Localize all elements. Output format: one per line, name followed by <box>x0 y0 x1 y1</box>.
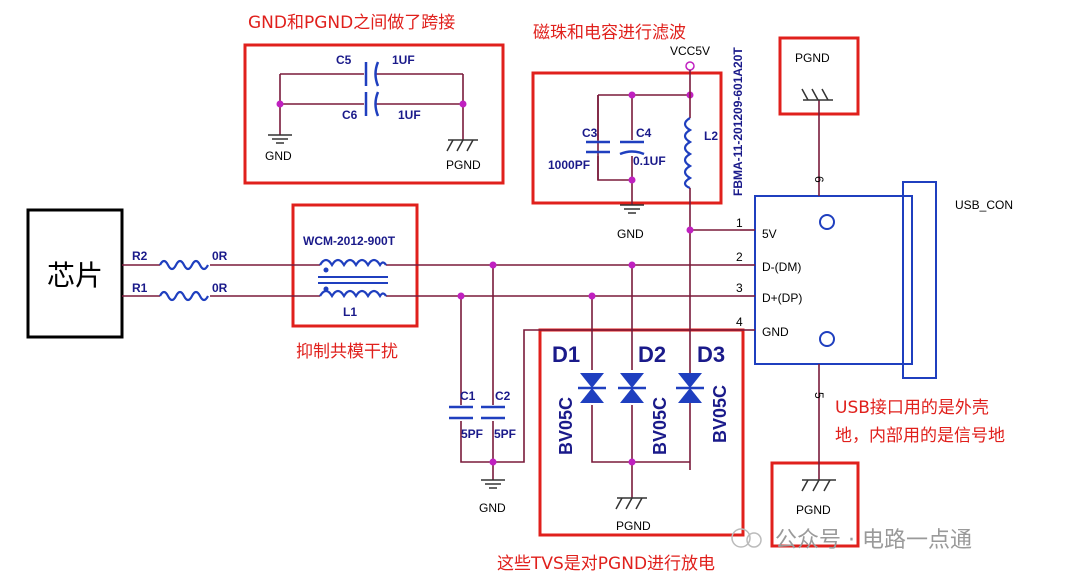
annotation-gnd-pgnd: GND和PGND之间做了跨接 <box>248 13 455 33</box>
d2-ref: D2 <box>638 342 666 367</box>
gnd-symbol-bridge <box>268 134 292 144</box>
r2-ref: R2 <box>132 249 148 263</box>
c6-value: 1UF <box>398 108 421 122</box>
pgnd-label-bridge: PGND <box>446 158 481 172</box>
gnd-symbol-linecaps <box>481 479 505 489</box>
ferrite-bead-l2 <box>683 117 693 190</box>
annotation-usb-ground-1: USB接口用的是外壳 <box>835 398 989 418</box>
pgnd-symbol-tvs <box>615 497 647 510</box>
pgnd-label-top: PGND <box>795 51 830 65</box>
chip-block <box>26 208 124 339</box>
resistor-r2 <box>159 259 209 271</box>
r2-value: 0R <box>212 249 228 263</box>
usb-pin3-num: 3 <box>736 281 743 295</box>
annotation-common-mode: 抑制共模干扰 <box>296 342 398 362</box>
usb-pin4-num: 4 <box>736 315 743 329</box>
d1-ref: D1 <box>552 342 580 367</box>
tvs-d1 <box>578 373 606 403</box>
usb-pin5-num: 5 <box>812 392 826 399</box>
c2-value: 5PF <box>494 427 516 441</box>
usb-pin2-num: 2 <box>736 250 743 264</box>
c1-ref: C1 <box>460 389 476 403</box>
pgnd-symbol-top <box>801 88 833 101</box>
usb-pin1-num: 1 <box>736 216 743 230</box>
usb-pin3-name: D+(DP) <box>762 291 802 305</box>
c4-value: 0.1UF <box>633 154 666 168</box>
d3-ref: D3 <box>697 342 725 367</box>
pgnd-symbol-bottom <box>801 479 836 492</box>
watermark: 公众号 · 电路一点通 <box>731 528 972 553</box>
r1-ref: R1 <box>132 281 148 295</box>
chip-label: 芯片 <box>47 259 103 292</box>
usb-pin4-name: GND <box>762 325 789 339</box>
r1-value: 0R <box>212 281 228 295</box>
resistor-r1 <box>159 290 209 302</box>
d2-part: BV05C <box>650 397 670 455</box>
usb-pin6-num: 6 <box>812 176 826 183</box>
watermark-text: 公众号 · 电路一点通 <box>775 528 972 553</box>
c5-ref: C5 <box>336 53 352 67</box>
annotation-filter: 磁珠和电容进行滤波 <box>533 23 686 43</box>
vcc-terminal <box>685 61 695 71</box>
c4-ref: C4 <box>636 126 652 140</box>
filter-box <box>531 71 723 205</box>
annotation-tvs: 这些TVS是对PGND进行放电 <box>497 554 715 574</box>
vcc-label: VCC5V <box>670 44 710 58</box>
c5-value: 1UF <box>392 53 415 67</box>
d3-part: BV05C <box>710 385 730 443</box>
usb-connector-name: USB_CON <box>955 198 1013 212</box>
bridge-box <box>243 43 505 185</box>
common-mode-choke <box>318 258 388 299</box>
gnd-label-linecaps: GND <box>479 501 506 515</box>
pgnd-bottom-box <box>770 461 860 548</box>
c3-value: 1000PF <box>548 158 590 172</box>
d1-part: BV05C <box>556 397 576 455</box>
tvs-d2 <box>618 373 646 403</box>
usb-pin1-name: 5V <box>762 227 777 241</box>
choke-part: WCM-2012-900T <box>303 234 396 248</box>
usb-connector <box>754 181 937 379</box>
tvs-d3 <box>676 373 704 403</box>
c6-ref: C6 <box>342 108 358 122</box>
usb-pin2-name: D-(DM) <box>762 260 801 274</box>
gnd-symbol-filter <box>620 204 644 214</box>
l2-ref: L2 <box>704 129 718 143</box>
annotation-usb-ground-2: 地，内部用的是信号地 <box>835 426 1005 446</box>
pgnd-label-tvs: PGND <box>616 519 651 533</box>
gnd-label-filter: GND <box>617 227 644 241</box>
c3-ref: C3 <box>582 126 598 140</box>
pgnd-symbol-bridge <box>446 139 478 152</box>
choke-ref: L1 <box>343 305 357 319</box>
l2-part: FBMA-11-201209-601A20T <box>731 47 745 196</box>
gnd-label-bridge: GND <box>265 149 292 163</box>
pgnd-label-bottom: PGND <box>796 503 831 517</box>
c2-ref: C2 <box>495 389 511 403</box>
c1-value: 5PF <box>461 427 483 441</box>
